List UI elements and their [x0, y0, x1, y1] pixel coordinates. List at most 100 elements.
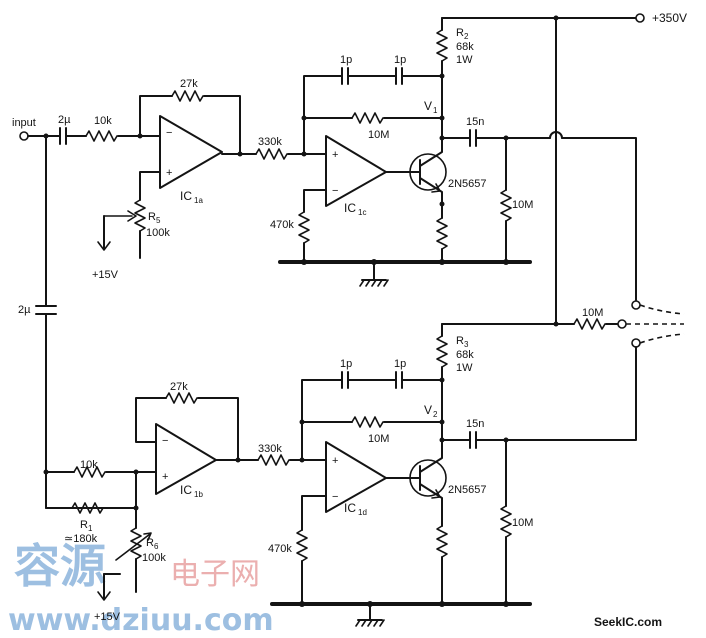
- r2-value: 68k: [456, 41, 474, 53]
- resistor-emitter-bot: [436, 525, 448, 558]
- svg-text:+: +: [162, 471, 168, 483]
- supply-350v: +350V: [652, 11, 687, 25]
- capacitor-1p-b: 1p: [394, 54, 406, 85]
- r10m-fb-top-value: 10M: [368, 129, 389, 141]
- svg-text:2: 2: [464, 32, 469, 41]
- resistor-27k-top: 27k: [171, 78, 204, 102]
- ground-symbol-top: [359, 261, 389, 287]
- resistor-10m-fb-bot: 10M: [351, 416, 389, 445]
- r330k-top-value: 330k: [258, 136, 282, 148]
- r3-label: R: [456, 335, 464, 347]
- r3-value: 68k: [456, 349, 474, 361]
- svg-text:5: 5: [156, 216, 161, 225]
- r470k-bot-value: 470k: [268, 543, 292, 555]
- pot-r5: R 5 100k: [103, 199, 170, 259]
- svg-text:1p: 1p: [340, 358, 352, 370]
- ic1c-label: IC: [344, 201, 356, 215]
- resistor-10m-out-bot: 10M: [500, 505, 533, 538]
- r5-value: 100k: [146, 227, 170, 239]
- resistor-r1: R 1 ≃180k: [64, 502, 104, 545]
- resistor-470k-top: 470k: [270, 211, 310, 244]
- svg-text:1d: 1d: [358, 508, 367, 517]
- resistor-r3: R 3 68k 1W: [436, 335, 474, 374]
- svg-text:2: 2: [433, 410, 438, 419]
- opamp-ic1c: + − IC 1c: [325, 135, 387, 217]
- svg-text:1p: 1p: [340, 54, 352, 66]
- opamp-ic1a: − + IC 1a: [159, 115, 223, 205]
- r10k-bot-value: 10k: [80, 459, 98, 471]
- svg-text:6: 6: [154, 542, 159, 551]
- r10m-mid-value: 10M: [582, 307, 603, 319]
- watermark-seekic: SeekIC.com: [594, 615, 662, 629]
- resistor-r2: R 2 68k 1W: [436, 27, 474, 66]
- capacitor-1p-c: 1p: [340, 358, 352, 389]
- r2-watt: 1W: [456, 54, 473, 66]
- r6-label: R: [146, 537, 154, 549]
- resistor-10k-bot: 10k: [73, 459, 106, 478]
- ic1d-label: IC: [344, 501, 356, 515]
- r3-watt: 1W: [456, 362, 473, 374]
- svg-text:+: +: [166, 167, 172, 179]
- opamp-ic1d: + − IC 1d: [325, 441, 387, 517]
- capacitor-1p-d: 1p: [394, 358, 406, 389]
- r10m-out-top-value: 10M: [512, 199, 533, 211]
- r330k-bot-value: 330k: [258, 443, 282, 455]
- ic1b-label: IC: [180, 483, 192, 497]
- capacitor-15n-bot: 15n: [466, 418, 484, 449]
- resistor-330k-top: 330k: [255, 136, 288, 160]
- r27k-top-value: 27k: [180, 78, 198, 90]
- r5-label: R: [148, 211, 156, 223]
- svg-text:1c: 1c: [358, 208, 366, 217]
- r10m-out-bot-value: 10M: [512, 517, 533, 529]
- resistor-27k-bot: 27k: [165, 381, 198, 404]
- node-v1-label: V: [424, 99, 432, 113]
- ic1a-label: IC: [180, 189, 192, 203]
- svg-text:3: 3: [464, 340, 469, 349]
- svg-text:1: 1: [433, 106, 438, 115]
- svg-text:15n: 15n: [466, 418, 484, 430]
- output-switch: [626, 300, 685, 348]
- opamp-ic1b: − + IC 1b: [155, 423, 217, 499]
- q-top-label: 2N5657: [448, 178, 487, 190]
- r470k-top-value: 470k: [270, 219, 294, 231]
- capacitor-15n-top: 15n: [466, 116, 484, 147]
- resistor-10m-fb-top: 10M: [351, 112, 389, 141]
- q-bot-label: 2N5657: [448, 484, 487, 496]
- resistor-10m-mid: 10M: [573, 307, 606, 330]
- r10k-top-value: 10k: [94, 115, 112, 127]
- resistor-emitter-top: [436, 217, 448, 250]
- watermark-cn-sub: 电子网: [170, 557, 260, 592]
- resistor-10m-out-top: 10M: [500, 189, 533, 222]
- supply-15v-bottom: +15V: [94, 611, 121, 623]
- r1-value: ≃180k: [64, 533, 98, 545]
- svg-text:1: 1: [88, 524, 93, 533]
- svg-text:−: −: [162, 435, 168, 447]
- svg-text:+: +: [332, 455, 338, 467]
- r27k-bot-value: 27k: [170, 381, 188, 393]
- svg-text:−: −: [166, 127, 172, 139]
- r2-label: R: [456, 27, 464, 39]
- capacitor-c-in: 2µ: [58, 114, 71, 145]
- node-v2-label: V: [424, 403, 432, 417]
- svg-text:1p: 1p: [394, 54, 406, 66]
- input-label: input: [12, 117, 36, 129]
- svg-text:1b: 1b: [194, 490, 203, 499]
- watermark-url: www.dziuu.com: [8, 603, 274, 638]
- r10m-fb-bot-value: 10M: [368, 433, 389, 445]
- capacitor-c-couple: 2µ: [18, 304, 57, 316]
- resistor-470k-bot: 470k: [268, 529, 308, 562]
- c-couple-value: 2µ: [18, 304, 31, 316]
- capacitor-1p-a: 1p: [340, 54, 352, 85]
- transistor-2n5657-top: 2N5657: [409, 139, 487, 205]
- resistor-10k-top: 10k: [85, 115, 118, 142]
- watermark-cn-main: 容源: [14, 539, 106, 593]
- ground-symbol-bot: [355, 603, 385, 627]
- r1-label: R: [80, 519, 88, 531]
- resistor-330k-bot: 330k: [257, 443, 290, 466]
- svg-text:+: +: [332, 149, 338, 161]
- pot-r6: R 6 100k: [115, 527, 166, 593]
- watermark: 容源 电子网 www.dziuu.com: [8, 539, 274, 638]
- svg-text:−: −: [332, 185, 338, 197]
- c-in-value: 2µ: [58, 114, 71, 126]
- transistor-2n5657-bot: 2N5657: [409, 445, 487, 511]
